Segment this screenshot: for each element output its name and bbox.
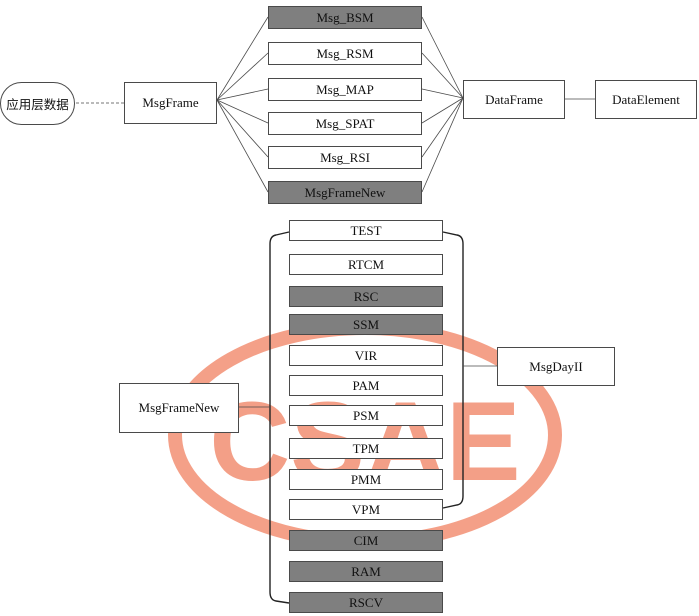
top-msg-box-1: Msg_BSM xyxy=(268,6,422,29)
bottom-msg-box-4: SSM xyxy=(289,314,443,335)
bottom-msg-box-3: RSC xyxy=(289,286,443,307)
msgframenew-node: MsgFrameNew xyxy=(119,383,239,433)
bottom-msg-box-8: TPM xyxy=(289,438,443,459)
msgdayii-node: MsgDayII xyxy=(497,347,615,386)
fan-line-right-4 xyxy=(421,97,464,124)
left-bracket xyxy=(269,231,290,604)
fan-line-left-2 xyxy=(216,52,269,101)
bottom-msg-box-7: PSM xyxy=(289,405,443,426)
top-msg-box-3: Msg_MAP xyxy=(268,78,422,101)
bottom-msg-box-1: TEST xyxy=(289,220,443,241)
fan-line-left-1 xyxy=(216,16,269,101)
top-msg-box-5: Msg_RSI xyxy=(268,146,422,169)
right-bracket xyxy=(442,231,464,509)
fan-line-right-6 xyxy=(421,97,464,193)
app-layer-data-node: 应用层数据 xyxy=(0,82,75,125)
dataelement-node: DataElement xyxy=(595,80,697,119)
bottom-msg-box-10: VPM xyxy=(289,499,443,520)
bottom-msg-box-2: RTCM xyxy=(289,254,443,275)
bottom-msg-box-6: PAM xyxy=(289,375,443,396)
dataframe-node: DataFrame xyxy=(463,80,565,119)
bottom-msg-box-9: PMM xyxy=(289,469,443,490)
top-msg-box-2: Msg_RSM xyxy=(268,42,422,65)
top-msg-box-6: MsgFrameNew xyxy=(268,181,422,204)
bottom-msg-box-11: CIM xyxy=(289,530,443,551)
fan-line-left-6 xyxy=(216,99,269,193)
top-msg-box-4: Msg_SPAT xyxy=(268,112,422,135)
fan-line-left-4 xyxy=(216,99,269,124)
fan-line-left-3 xyxy=(216,88,269,101)
fan-line-right-3 xyxy=(421,88,464,99)
fan-line-right-2 xyxy=(421,52,464,99)
fan-line-left-5 xyxy=(216,99,269,158)
bottom-msg-box-5: VIR xyxy=(289,345,443,366)
bottom-msg-box-13: RSCV xyxy=(289,592,443,613)
bottom-msg-box-12: RAM xyxy=(289,561,443,582)
fan-line-right-1 xyxy=(421,16,464,99)
msgframe-node: MsgFrame xyxy=(124,82,217,124)
fan-line-right-5 xyxy=(421,97,464,158)
